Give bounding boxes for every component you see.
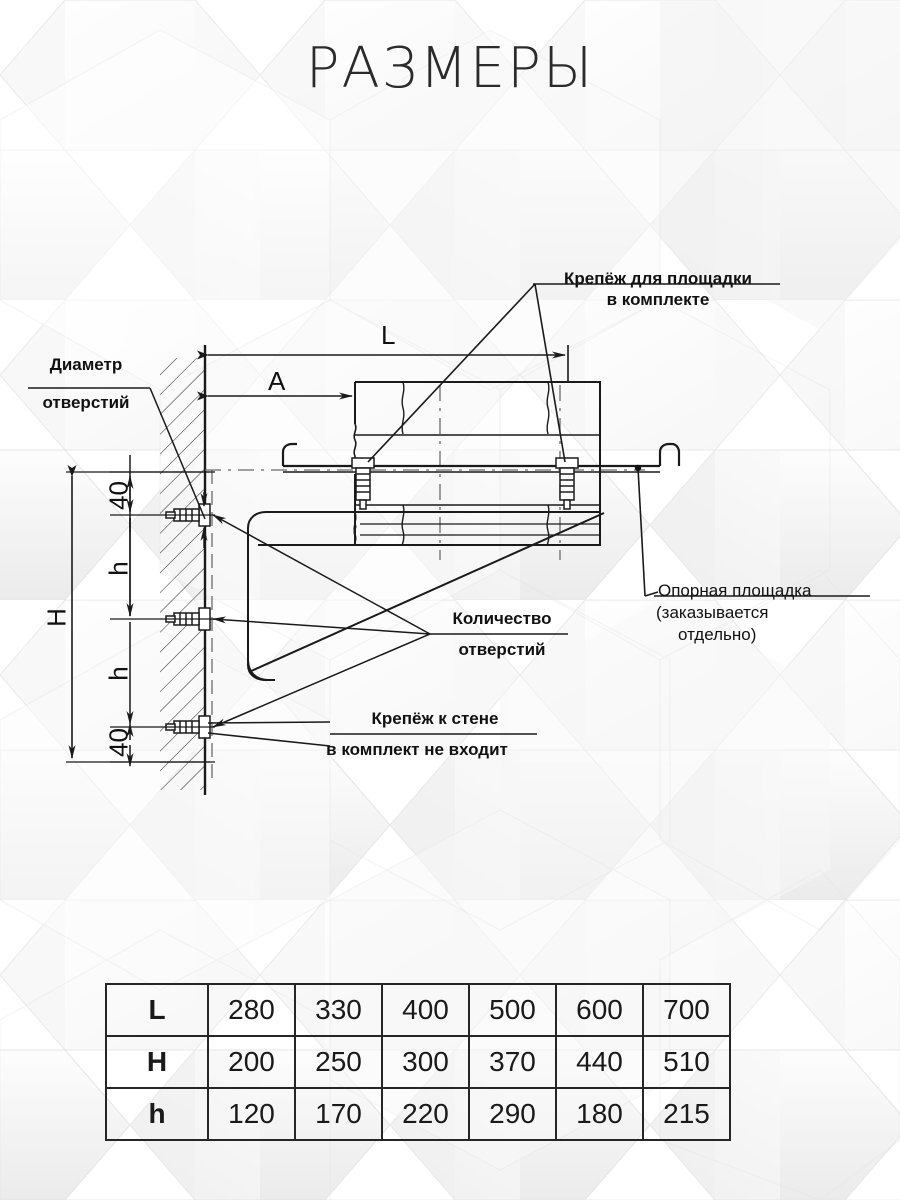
leader-hole-diameter (149, 387, 208, 548)
dimension-chain (110, 455, 215, 767)
table-cell: 300 (381, 1035, 470, 1089)
leader-hole-count (212, 514, 431, 728)
platform-bolt-right (555, 457, 579, 510)
table-cell: 215 (642, 1087, 731, 1141)
table-cell: 400 (381, 983, 470, 1037)
callout-hole-count-line1: Количество (452, 609, 552, 628)
table-cell: 700 (642, 983, 731, 1037)
table-cell: 250 (294, 1035, 383, 1089)
table-cell: 200 (207, 1035, 296, 1089)
callout-support-platform-line2: (заказывается (656, 603, 769, 622)
dimension-label-top-gap: 40 (103, 481, 134, 510)
table-cell: 280 (207, 983, 296, 1037)
table-row-header: L (105, 983, 209, 1037)
table-cell: 220 (381, 1087, 470, 1141)
bracket-gusset-plate (247, 511, 605, 681)
table-cell: 120 (207, 1087, 296, 1141)
dimension-L (197, 345, 569, 382)
table-cell: 600 (555, 983, 644, 1037)
table-cell: 180 (555, 1087, 644, 1141)
table-cell: 170 (294, 1087, 383, 1141)
table-row-header: H (105, 1035, 209, 1089)
dimension-label-bottom-gap: 40 (103, 728, 134, 757)
dimension-label-H: H (41, 608, 72, 627)
platform-bolt-left (351, 457, 375, 510)
table-cell: 330 (294, 983, 383, 1037)
callout-hole-diameter-line2: отверстий (42, 393, 130, 412)
table-cell: 500 (468, 983, 557, 1037)
leader-wall-fastener (207, 721, 331, 747)
callout-wall-fastener-line2: в комплект не входит (326, 740, 508, 759)
dimension-label-pitch-upper: h (103, 561, 134, 576)
callout-hole-diameter-line1: Диаметр (49, 355, 123, 374)
leader-platform-fastener (367, 283, 566, 463)
table-cell: 440 (555, 1035, 644, 1089)
table-cell: 370 (468, 1035, 557, 1089)
callout-support-platform-line1: Опорная площадка (658, 581, 812, 600)
callout-support-platform-line3: отдельно) (678, 625, 757, 644)
callout-platform-fastener-line2: в комплекте (606, 290, 710, 309)
callout-wall-fastener-line1: Крепёж к стене (371, 709, 499, 728)
dimension-label-L: L (381, 320, 396, 350)
table-row-header: h (105, 1087, 209, 1141)
table-cell: 290 (468, 1087, 557, 1141)
callout-platform-fastener-line1: Крепёж для площадки (564, 269, 752, 288)
callout-hole-count-line2: отверстий (458, 640, 546, 659)
platform-rail (281, 442, 681, 473)
table-cell: 510 (642, 1035, 731, 1089)
callout-underlines (28, 283, 870, 735)
leader-support-platform (634, 464, 659, 597)
page-title: РАЗМЕРЫ (305, 36, 595, 101)
dimension-label-A: A (268, 366, 286, 396)
dimension-label-pitch-lower: h (103, 666, 134, 681)
dimension-A (197, 386, 356, 401)
